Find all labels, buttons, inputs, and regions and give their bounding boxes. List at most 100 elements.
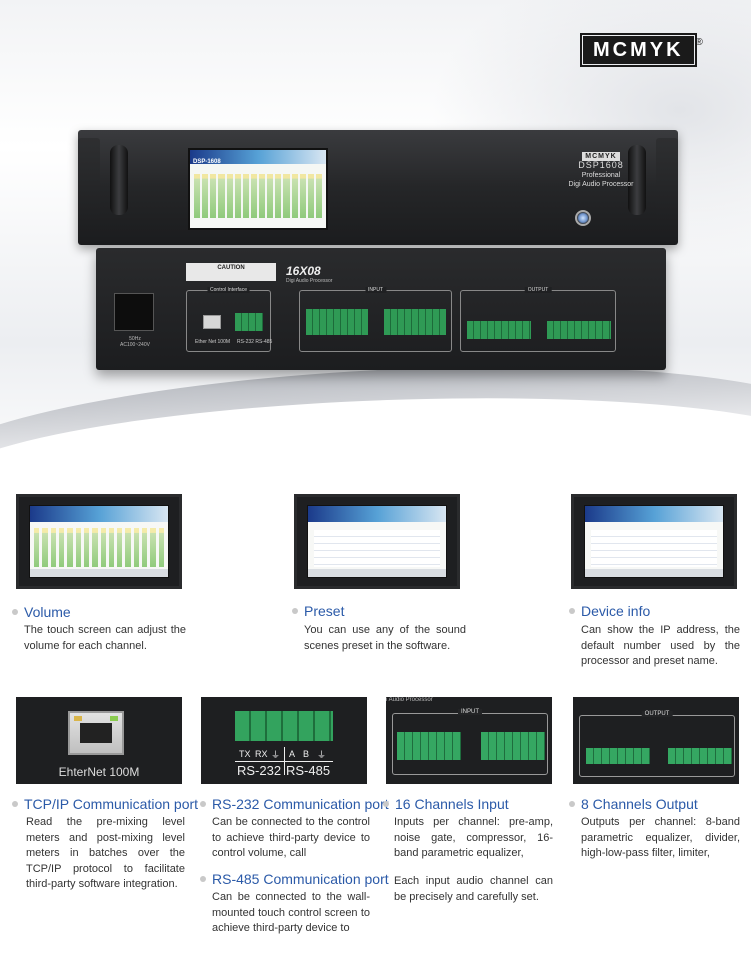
volume-description: The touch screen can adjust the volume f… xyxy=(24,624,186,652)
terminal-block-icon xyxy=(481,732,545,760)
input-description: Inputs per channel: pre-amp, noise gate,… xyxy=(394,816,553,859)
back-model-sub: Digi Audio Processor xyxy=(286,278,333,284)
device-info-screen-header xyxy=(585,506,723,522)
dot-icon xyxy=(383,801,389,807)
brand-logo: MCMYK ® xyxy=(580,33,703,67)
output-title-text: 8 Channels Output xyxy=(581,796,698,812)
rs232-title: RS-232 Communication port xyxy=(200,796,389,812)
label-rs232: RS-232 xyxy=(237,763,282,778)
power-label-1: 50Hz xyxy=(129,336,141,342)
dot-icon xyxy=(569,801,575,807)
volume-screen-footer xyxy=(30,569,168,577)
dot-icon xyxy=(12,609,18,615)
output-thumbnail: OUTPUT xyxy=(573,697,739,784)
label-gnd: ⏚ xyxy=(271,750,281,760)
handle-right xyxy=(628,145,646,215)
device-info-list xyxy=(591,530,717,567)
label-tx: TX xyxy=(239,749,251,759)
label-rs485: RS-485 xyxy=(286,763,331,778)
label-gnd-2: ⏚ xyxy=(317,750,327,760)
rs-thumbnail: TX RX ⏚ A B ⏚ RS-232 RS-485 xyxy=(201,697,367,784)
volume-screen xyxy=(29,505,169,578)
preset-screen-header xyxy=(308,506,446,522)
dot-icon xyxy=(292,608,298,614)
hero-banner: MCMYK ® DSP-1608 MCMYK DSP1608 Professio… xyxy=(0,0,751,490)
rs485-description: Can be connected to the wall-mounted tou… xyxy=(212,891,370,934)
device-info-screen-footer xyxy=(585,569,723,577)
power-label-2: AC100~240V xyxy=(120,342,150,348)
dot-icon xyxy=(569,608,575,614)
screen-volume-bars xyxy=(194,174,322,218)
front-brand: MCMYK DSP1608 Professional Digi Audio Pr… xyxy=(566,152,636,189)
output-terminals-a xyxy=(467,321,531,339)
registered-mark: ® xyxy=(695,37,703,48)
tcpip-title-text: TCP/IP Communication port xyxy=(24,796,199,812)
power-button-icon[interactable] xyxy=(575,210,591,226)
device-info-title-text: Device info xyxy=(581,603,651,619)
device-info-title: Device info xyxy=(569,603,650,619)
device-info-screen xyxy=(584,505,724,578)
output-description: Outputs per channel: 8-band parametric e… xyxy=(581,816,740,859)
front-model: DSP1608 xyxy=(578,160,624,170)
rack-ear-right xyxy=(656,138,678,228)
front-subtitle-2: Digi Audio Processor xyxy=(568,181,634,188)
label-rx: RX xyxy=(255,749,268,759)
input-thumbnail: i Audio Processor INPUT xyxy=(386,697,552,784)
back-model: 16X08 xyxy=(286,264,321,278)
rj45-led-right xyxy=(110,716,118,721)
power-inlet-icon xyxy=(114,293,154,331)
device-info-thumbnail xyxy=(571,494,737,589)
preset-title-text: Preset xyxy=(304,603,345,619)
output-thumb-panel: OUTPUT xyxy=(579,711,735,777)
rs232-title-text: RS-232 Communication port xyxy=(212,796,389,812)
volume-title-text: Volume xyxy=(24,604,71,620)
handle-left xyxy=(110,145,128,215)
terminal-block-icon xyxy=(668,748,732,764)
terminal-block-icon xyxy=(235,711,333,741)
preset-list xyxy=(314,530,440,567)
input-panel: INPUT xyxy=(299,287,452,352)
tcpip-title: TCP/IP Communication port xyxy=(12,796,198,812)
device-info-description: Can show the IP address, the default num… xyxy=(581,624,740,667)
front-subtitle-1: Professional xyxy=(581,172,621,179)
logo-text: MCMYK xyxy=(580,33,697,67)
output-label: OUTPUT xyxy=(524,287,552,293)
output-panel: OUTPUT xyxy=(460,287,616,352)
device-back-panel: CAUTION 16X08 Digi Audio Processor 50Hz … xyxy=(96,248,666,370)
rs485-title: RS-485 Communication port xyxy=(200,871,389,887)
screen-header: DSP-1608 xyxy=(190,150,326,165)
ethernet-thumb-label: EhterNet 100M xyxy=(58,765,140,779)
rj45-port-icon xyxy=(203,315,221,329)
power-label: 50Hz AC100~240V xyxy=(110,336,160,348)
rack-ear-left xyxy=(78,138,100,228)
input-description-2: Each input audio channel can be precisel… xyxy=(394,875,553,903)
control-interface-panel: Control Interface Ether Net 100M RS-232 … xyxy=(186,287,272,352)
input-thumb-panel: INPUT xyxy=(392,709,548,775)
input-terminals-b xyxy=(384,309,446,335)
control-interface-label: Control Interface xyxy=(207,287,250,293)
caution-text: CAUTION xyxy=(217,265,245,271)
terminal-block-icon xyxy=(235,313,263,331)
label-b: B xyxy=(303,749,310,759)
input-terminals-a xyxy=(306,309,368,335)
volume-bars xyxy=(34,528,164,567)
rj45-port-icon xyxy=(68,711,124,755)
preset-screen-footer xyxy=(308,569,446,577)
output-thumb-label: OUTPUT xyxy=(641,711,673,717)
touch-screen[interactable]: DSP-1608 xyxy=(188,148,328,230)
front-brand-logo: MCMYK xyxy=(582,152,620,161)
preset-screen xyxy=(307,505,447,578)
input-label: INPUT xyxy=(365,287,386,293)
screen-model-label: DSP-1608 xyxy=(193,159,221,165)
ethernet-label: Ether Net 100M xyxy=(195,339,231,345)
input-thumb-label: INPUT xyxy=(458,709,482,715)
dot-icon xyxy=(12,801,18,807)
input-thumb-top-label: i Audio Processor xyxy=(386,697,433,703)
caution-label: CAUTION xyxy=(186,263,276,281)
volume-title: Volume xyxy=(12,604,71,620)
device-front-panel: DSP-1608 MCMYK DSP1608 Professional Digi… xyxy=(78,130,678,245)
dot-icon xyxy=(200,801,206,807)
tcpip-description: Read the pre-mixing level meters and pos… xyxy=(26,816,185,890)
tcpip-thumbnail: EhterNet 100M xyxy=(16,697,182,784)
rs232-description: Can be connected to the control to achie… xyxy=(212,816,370,859)
